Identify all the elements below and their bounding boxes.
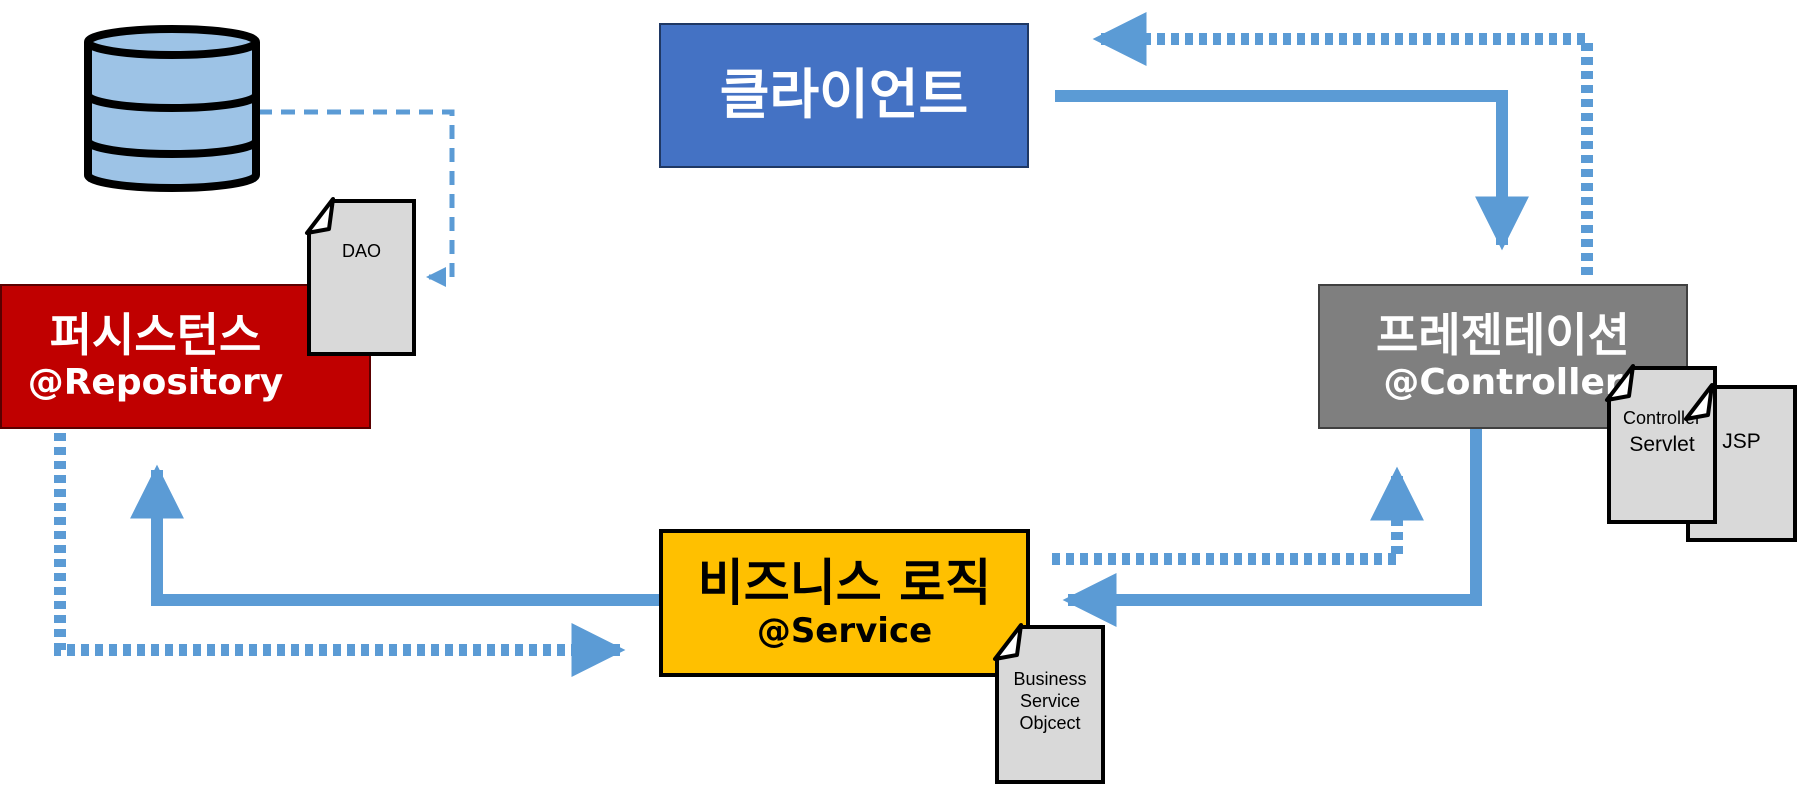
database-icon	[84, 25, 260, 192]
dao-label: DAO	[341, 241, 381, 261]
business-service-object-document-icon: Business Service Objcect	[995, 625, 1105, 784]
business-to-presentation-return-arrow	[1052, 466, 1424, 565]
persistence-to-business-return-arrow	[54, 433, 626, 677]
business-logic-box: 비즈니스 로직 @Service	[659, 529, 1030, 677]
servlet-doc-line2: Servlet	[1629, 433, 1695, 456]
client-to-presentation-arrow	[1055, 90, 1529, 251]
business-annotation: @Service	[756, 611, 933, 652]
controller-servlet-document-icon: Controller Servlet	[1607, 366, 1717, 524]
presentation-box: 프레젠테이션 @Controller	[1318, 284, 1688, 429]
database-to-dao-arrow	[258, 109, 455, 287]
bso-line3: Objcect	[1019, 713, 1081, 733]
persistence-label: 퍼시스턴스	[49, 308, 262, 363]
client-label: 클라이언트	[719, 63, 969, 127]
presentation-label: 프레젠테이션	[1376, 308, 1630, 363]
presentation-to-business-arrow	[1062, 429, 1482, 627]
business-label: 비즈니스 로직	[697, 553, 992, 612]
bso-line1: Business	[1013, 669, 1087, 689]
business-to-persistence-arrow	[130, 464, 659, 606]
persistence-annotation: @Repository	[27, 362, 284, 404]
client-box: 클라이언트	[659, 23, 1029, 168]
presentation-to-client-return-arrow	[1092, 12, 1593, 275]
controller-doc-line1: Controller	[1622, 408, 1702, 428]
dao-document-icon: DAO	[307, 199, 416, 356]
presentation-annotation: @Controller	[1383, 362, 1623, 404]
jsp-label: JSP	[1722, 430, 1761, 453]
bso-line2: Service	[1019, 691, 1081, 711]
